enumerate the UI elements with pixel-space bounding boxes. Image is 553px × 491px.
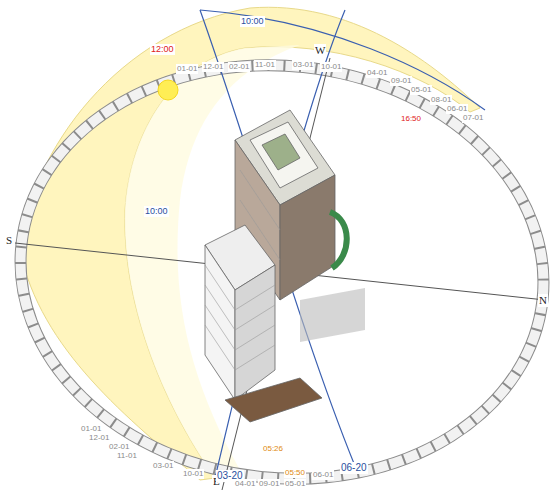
compass-ring xyxy=(0,40,553,491)
date-tick: 05-01 xyxy=(410,85,432,95)
date-tick: 10-01 xyxy=(320,62,342,72)
sun-path-arc xyxy=(200,10,355,466)
green-canopy xyxy=(330,212,347,268)
date-tick: 03-01 xyxy=(292,60,314,70)
time-label: 10:00 xyxy=(240,16,265,27)
date-tick: 11-01 xyxy=(116,451,138,461)
time-label: 16:50 xyxy=(400,114,422,124)
date-tick: 11-01 xyxy=(254,60,276,70)
date-tick: 07-01 xyxy=(462,113,484,123)
date-tick: 04-01 xyxy=(366,68,388,78)
date-tick: 12-01 xyxy=(202,62,224,72)
compass-letter: W xyxy=(314,44,326,57)
date-tick: 05-01 xyxy=(284,479,306,489)
time-label: 10:00 xyxy=(144,206,169,217)
date-tick: 02-01 xyxy=(228,62,250,72)
date-tick: 10-01 xyxy=(182,469,204,479)
sun xyxy=(158,80,178,100)
time-label: 05:26 xyxy=(262,444,284,454)
building-windows xyxy=(205,170,280,370)
date-tick: 09-01 xyxy=(258,479,280,489)
building xyxy=(205,110,335,422)
date-tick: 04-01 xyxy=(234,479,256,489)
date-tick: 03-01 xyxy=(152,461,174,471)
date-tick: 01-01 xyxy=(176,64,198,74)
compass-letter: N xyxy=(538,294,548,307)
compass-letter: S xyxy=(5,234,13,247)
date-tick: 06-20 xyxy=(340,462,368,474)
time-label: 12:00 xyxy=(150,44,175,55)
date-tick: 06-01 xyxy=(312,470,334,480)
time-label: 05:50 xyxy=(284,468,306,478)
sun-path-arc xyxy=(200,10,485,110)
building-shadow xyxy=(300,288,365,342)
